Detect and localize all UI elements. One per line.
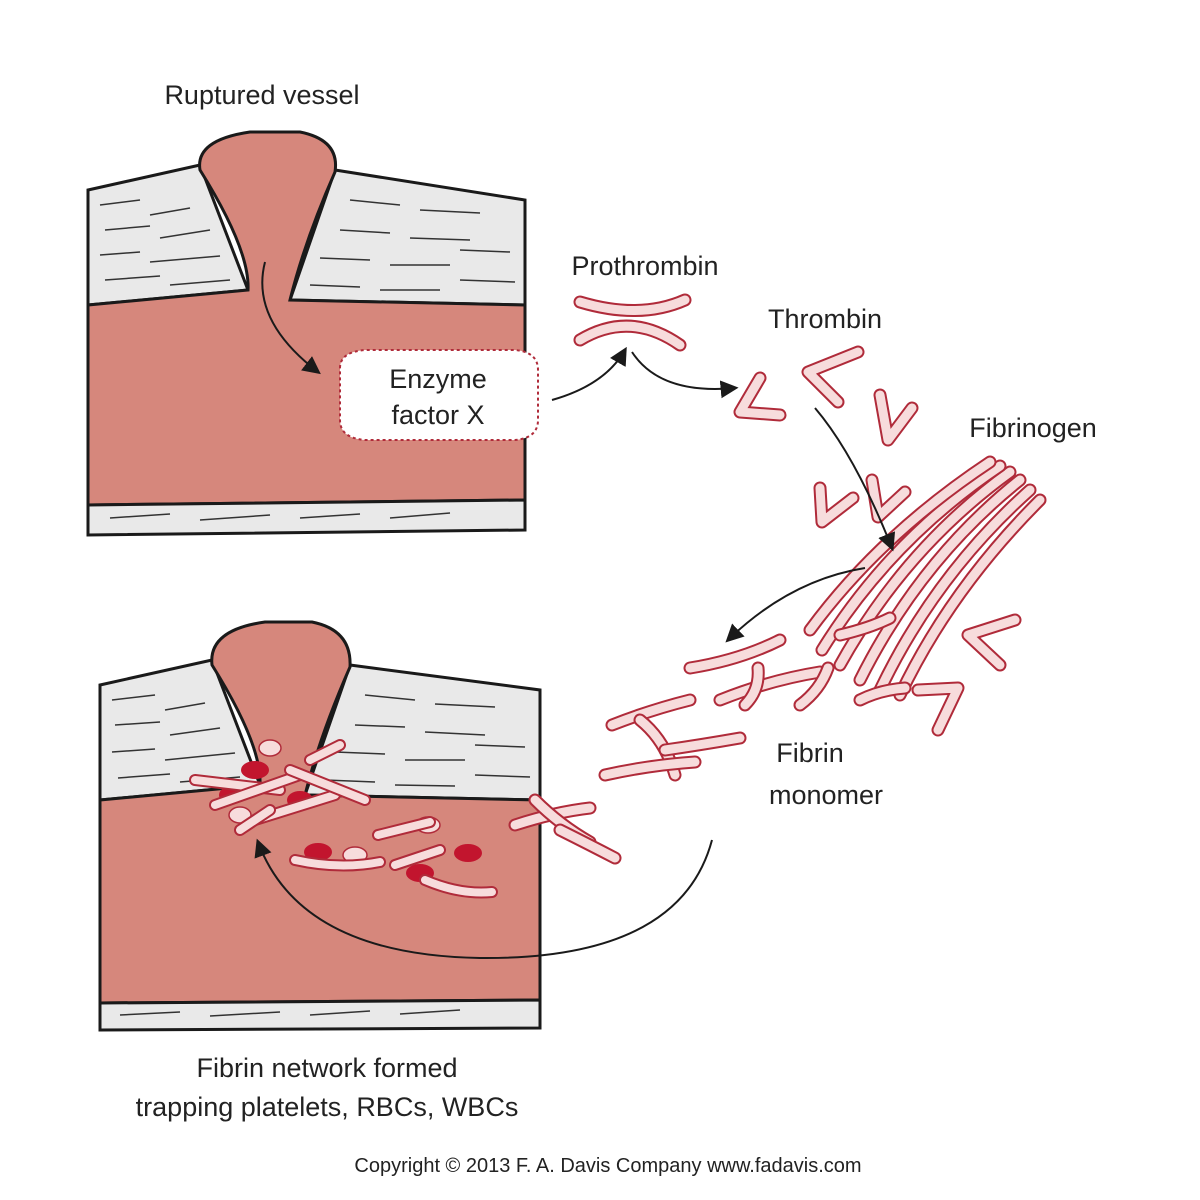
label-fibrin-line1: Fibrin: [776, 738, 844, 768]
arrow-prothrombin-to-thrombin: [631, 351, 739, 399]
thrombin-molecules: [733, 345, 1022, 737]
flow-arrows: [254, 261, 896, 960]
prothrombin-molecule: [573, 293, 692, 352]
label-enzyme-line2: factor X: [391, 400, 484, 430]
label-prothrombin: Prothrombin: [571, 251, 718, 281]
label-enzyme-line1: Enzyme: [389, 364, 487, 394]
tissue-streaks-top: [99, 199, 516, 521]
arrow-fibrinogen-to-monomer: [725, 567, 866, 643]
arrow-thrombin-to-fibrinogen: [814, 407, 896, 552]
arrow-monomer-to-network: [254, 838, 713, 960]
ruptured-vessel-panel: [86, 130, 539, 537]
rbc: [241, 761, 269, 779]
fibrin-network-panel: [98, 620, 542, 1032]
platelet: [258, 739, 282, 757]
arrow-vessel-to-enzyme: [261, 261, 321, 375]
label-network-line2: trapping platelets, RBCs, WBCs: [136, 1092, 519, 1122]
label-fibrin-line2: monomer: [769, 780, 883, 810]
enzyme-bubble: [339, 349, 539, 441]
fibrin-monomers: [508, 611, 912, 865]
label-fibrinogen: Fibrinogen: [969, 413, 1097, 443]
copyright-text: Copyright © 2013 F. A. Davis Company www…: [354, 1155, 861, 1177]
arrow-enzyme-to-prothrombin: [551, 346, 627, 401]
vessel-lumen-2: [98, 620, 542, 1005]
fibrin-mesh: [189, 739, 498, 899]
label-ruptured-vessel: Ruptured vessel: [164, 80, 359, 110]
label-thrombin: Thrombin: [768, 304, 882, 334]
rbc: [454, 844, 482, 862]
label-network-line1: Fibrin network formed: [196, 1053, 457, 1083]
rbc: [304, 843, 332, 861]
tissue-streaks-bottom: [111, 694, 531, 1017]
